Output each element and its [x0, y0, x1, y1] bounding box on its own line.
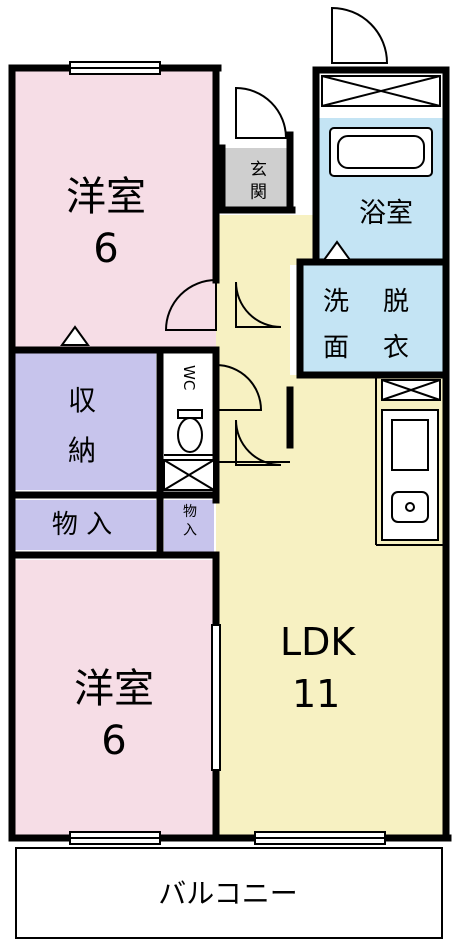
storage-1-area	[12, 500, 156, 550]
ldk-area	[216, 215, 445, 835]
western-room-1-name: 洋室	[66, 174, 146, 220]
storage-2-label: 物 入	[181, 504, 197, 537]
storage-closet-label-2: 納	[68, 434, 96, 467]
ldk-size: 11	[292, 672, 340, 716]
entrance-area	[222, 148, 290, 210]
arrows	[60, 240, 352, 346]
door-swings	[164, 6, 389, 466]
toilet-fixture	[177, 409, 203, 453]
balcony-label: バルコニー	[158, 877, 297, 910]
kitchen-counter	[381, 409, 439, 541]
balcony-area	[15, 847, 443, 939]
partitions	[164, 375, 446, 546]
toilet-label: WC	[180, 365, 198, 390]
closet-x-boxes	[163, 75, 441, 491]
western-room-1-size: 6	[93, 226, 118, 272]
windows	[69, 61, 386, 845]
washroom-label-1: 洗	[323, 287, 349, 317]
washroom-label-4: 衣	[383, 333, 409, 363]
western-room-1-area	[12, 70, 216, 350]
bathtub-fixture	[329, 127, 433, 177]
storage-closet-area	[12, 350, 156, 490]
washroom-area	[300, 265, 445, 375]
storage-1-label: 物 入	[52, 510, 112, 540]
western-room-2-name: 洋室	[74, 666, 154, 712]
washroom-label-3: 脱	[383, 287, 409, 317]
storage-closet-label-1: 収	[68, 384, 96, 417]
washroom-label-2: 面	[323, 333, 349, 363]
storage-2-area	[164, 500, 214, 555]
ldk-name: LDK	[280, 620, 356, 664]
western-room-2-size: 6	[101, 718, 126, 764]
entrance-label: 玄 関	[246, 160, 266, 199]
bathroom-label: 浴室	[359, 198, 413, 229]
western-room-2-area	[12, 560, 216, 835]
